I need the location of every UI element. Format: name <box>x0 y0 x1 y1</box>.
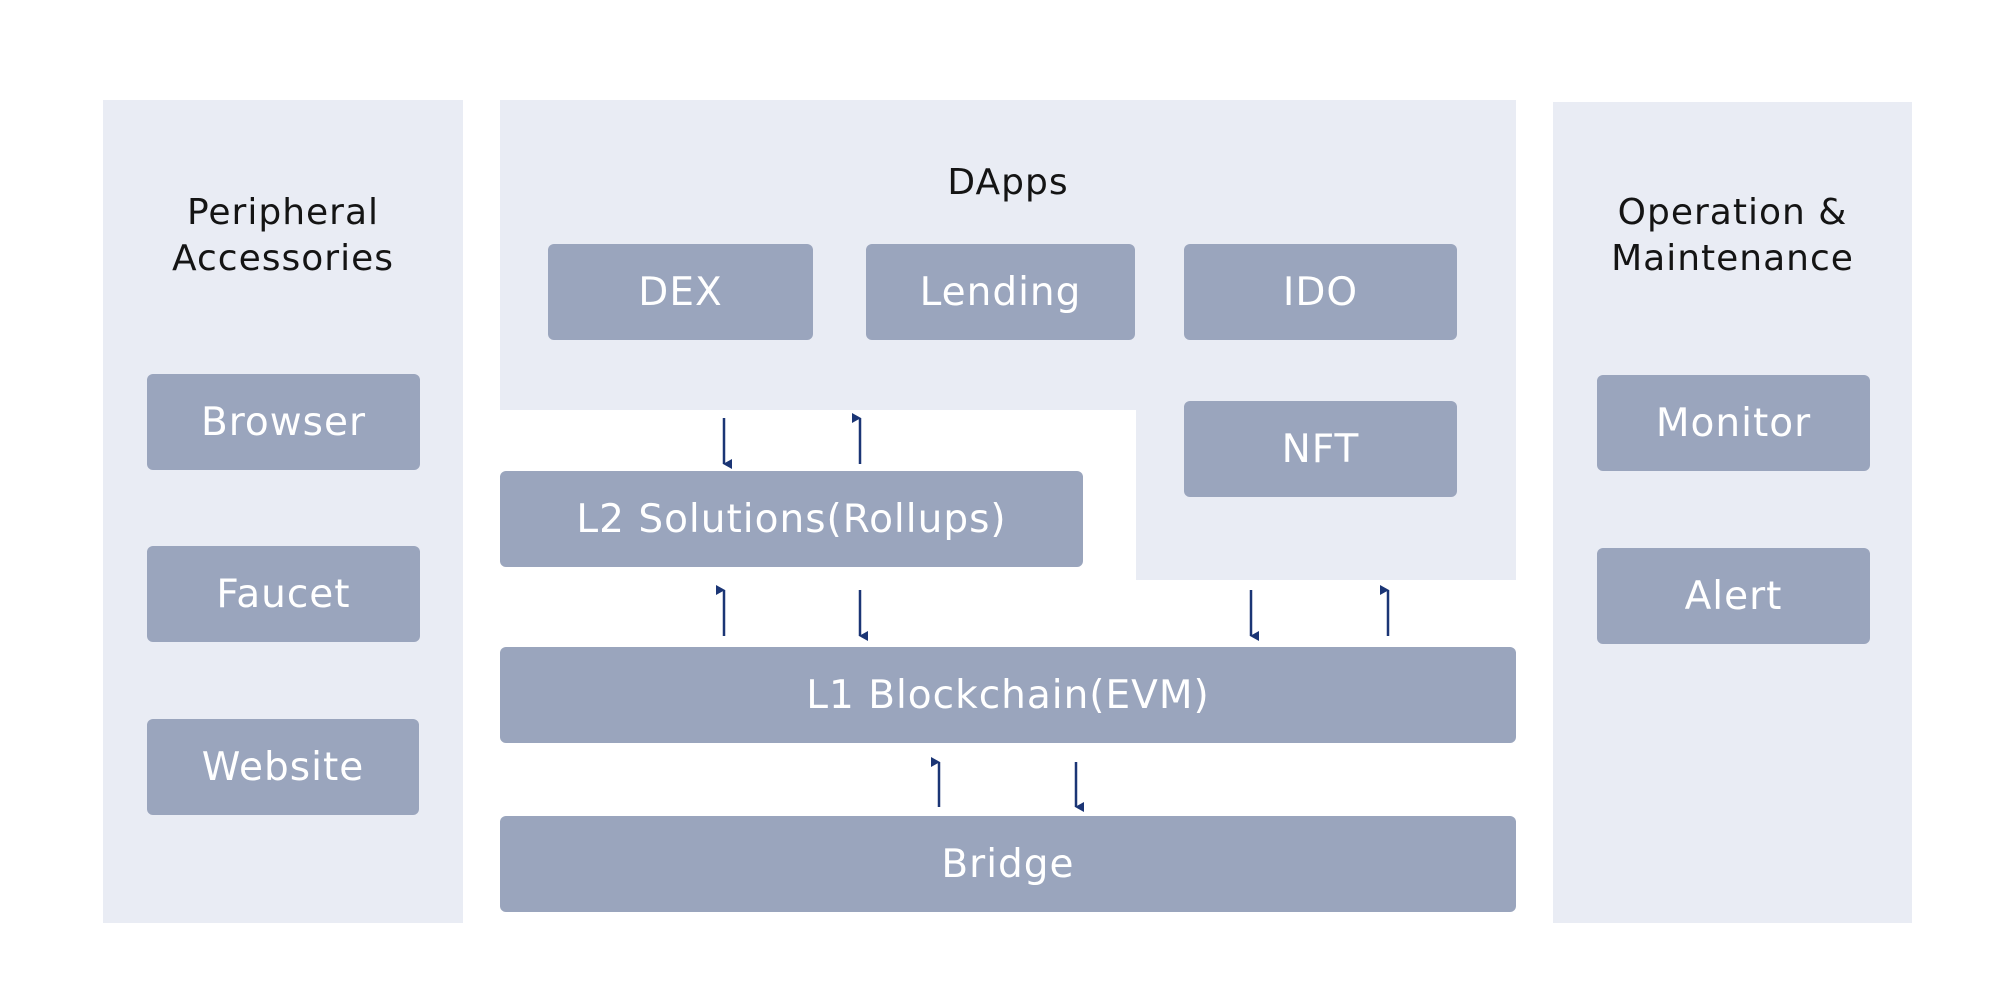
alert-node: Alert <box>1597 548 1870 644</box>
operation-maintenance-title: Operation & Maintenance <box>1611 192 1854 279</box>
faucet-node: Faucet <box>147 546 420 642</box>
dapps-title: DApps <box>947 162 1069 203</box>
peripheral-accessories-title: Peripheral Accessories <box>172 192 394 279</box>
l2-solutions-node: L2 Solutions(Rollups) <box>500 471 1083 567</box>
lending-node: Lending <box>866 244 1135 340</box>
website-node: Website <box>147 719 419 815</box>
browser-node: Browser <box>147 374 420 470</box>
operation-maintenance-panel: Operation & Maintenance Monitor Alert <box>1553 102 1912 923</box>
bridge-node: Bridge <box>500 816 1516 912</box>
monitor-node: Monitor <box>1597 375 1870 471</box>
peripheral-accessories-panel: Peripheral Accessories Browser Faucet We… <box>103 100 463 923</box>
ido-node: IDO <box>1184 244 1457 340</box>
dex-node: DEX <box>548 244 813 340</box>
l1-blockchain-node: L1 Blockchain(EVM) <box>500 647 1516 743</box>
nft-node: NFT <box>1184 401 1457 497</box>
